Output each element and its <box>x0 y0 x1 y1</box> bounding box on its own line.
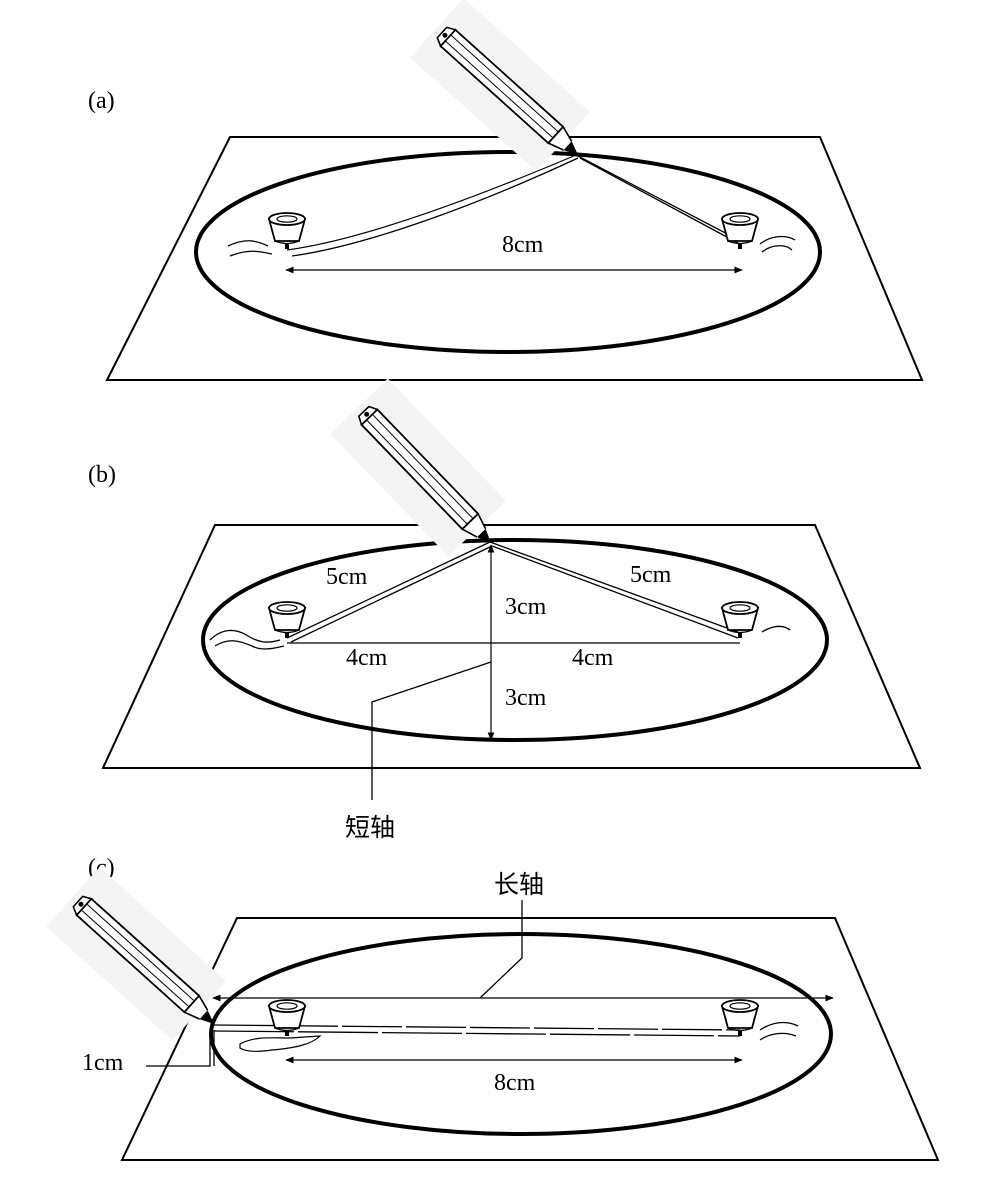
pushpin-icon <box>721 999 759 1037</box>
paper-sheet-b <box>101 524 922 769</box>
half-major-left-label: 4cm <box>346 645 388 671</box>
ellipse-a <box>194 150 822 354</box>
panel-b: (b) 5cm 5cm 3cm 4cm 4cm 3cm 短轴 <box>88 377 922 842</box>
panel-c: (c) 长轴 1cm 8cm <box>45 855 940 1161</box>
paper-sheet-c <box>120 917 940 1161</box>
paper-sheet-a <box>105 136 924 381</box>
string-left-label: 5cm <box>326 564 368 590</box>
pins-distance-label-a: 8cm <box>502 232 544 258</box>
minor-axis-label: 短轴 <box>345 813 395 842</box>
pencil-icon <box>409 0 606 186</box>
half-minor-top-label: 3cm <box>505 594 547 620</box>
pushpin-icon <box>721 212 759 250</box>
ellipse-c <box>209 932 833 1136</box>
pushpin-icon <box>268 999 306 1037</box>
panel-a-label: (a) <box>88 88 115 114</box>
major-axis-leader <box>479 900 523 999</box>
major-axis-label: 长轴 <box>494 870 544 899</box>
string-right-label: 5cm <box>630 562 672 588</box>
pins-distance-label-c: 8cm <box>494 1070 536 1096</box>
offset-leader <box>146 1034 211 1067</box>
offset-label: 1cm <box>82 1050 124 1076</box>
pushpin-icon <box>721 601 759 639</box>
panel-a: (a) 8cm <box>88 0 924 381</box>
ellipse-b <box>201 538 829 742</box>
half-minor-bottom-label: 3cm <box>505 685 547 711</box>
minor-axis-leader <box>371 661 492 800</box>
half-major-right-label: 4cm <box>572 645 614 671</box>
panel-b-label: (b) <box>88 462 116 488</box>
pushpin-icon <box>268 212 306 250</box>
